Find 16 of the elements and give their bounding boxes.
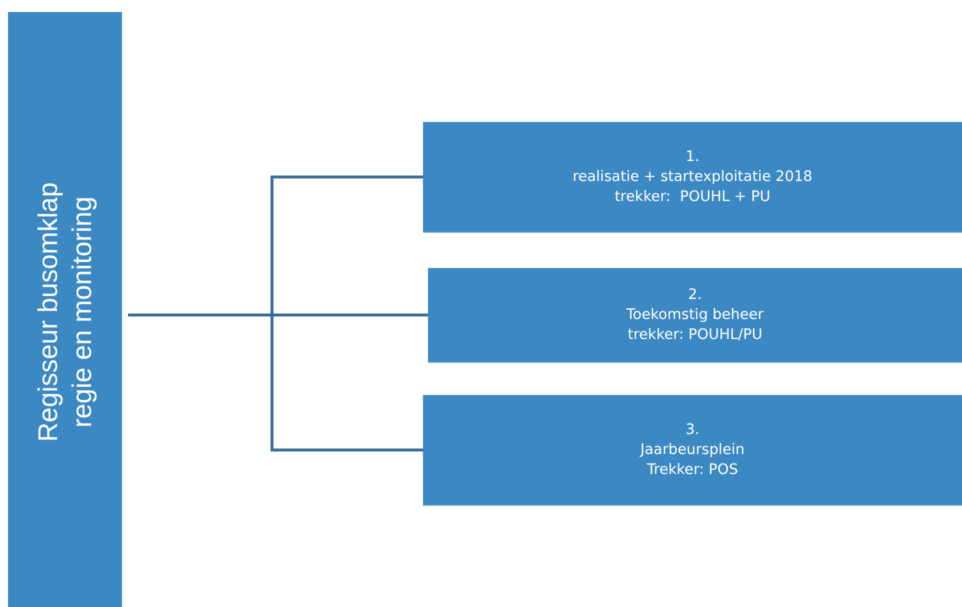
box-text: Trekker: POS	[646, 461, 738, 480]
task-box	[428, 268, 962, 363]
banner-text: regie en monitoring	[66, 196, 98, 428]
connector-line	[128, 314, 423, 452]
box-text: Jaarbeursplein	[640, 441, 745, 460]
box-text: 2.	[688, 286, 702, 305]
box-text: realisatie + startexploitatie 2018	[572, 168, 812, 187]
box-text: 3.	[686, 421, 700, 440]
box-text: Toekomstig beheer	[626, 306, 764, 325]
task-box	[423, 122, 962, 233]
task-box	[423, 395, 962, 506]
box-text: 1.	[686, 148, 700, 167]
box-text: trekker: POUHL/PU	[628, 326, 762, 345]
vertical-banner	[8, 12, 122, 607]
box-text: trekker: POUHL + PU	[614, 188, 770, 207]
banner-text: Regisseur busomklap	[32, 182, 64, 442]
